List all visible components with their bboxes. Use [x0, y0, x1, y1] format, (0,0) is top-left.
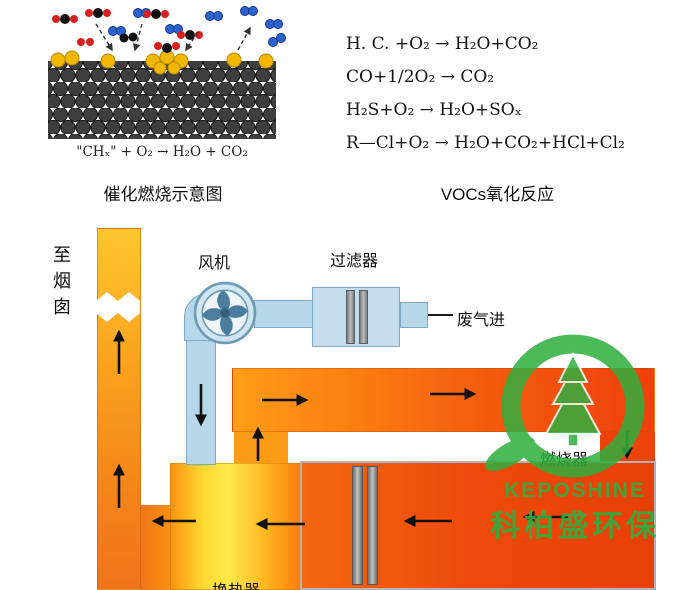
fan-unit: [193, 281, 257, 345]
fan-label: 风机: [198, 255, 231, 272]
schematic-caption: "CHₓ" + O₂ → H₂O + CO₂: [76, 144, 248, 160]
catalyst-illustration: [48, 6, 286, 139]
co2-molecules: [52, 8, 203, 46]
waste-gas-label: 废气进: [457, 312, 506, 329]
waste-gas-inlet-pipe: [400, 302, 428, 328]
reactions-title: VOCs氧化反应: [440, 185, 555, 204]
burner-label: 燃烧器: [540, 452, 589, 469]
filter-element: [359, 290, 368, 344]
filter-box: [312, 287, 400, 347]
fan-icon: [193, 281, 257, 345]
chimney-connector: [140, 505, 172, 590]
reaction-equation: H. C. +O₂ → H₂O+CO₂: [346, 34, 539, 54]
burner-plate: [352, 466, 363, 585]
reaction-arrows: [95, 23, 251, 52]
catalyst-particles: [50, 49, 274, 75]
chimney-label: 至烟囱: [51, 245, 71, 323]
schematic-title: 催化燃烧示意图: [103, 185, 223, 204]
fan-outlet-duct: [186, 328, 216, 465]
reactions-panel: H. C. +O₂ → H₂O+CO₂ CO+1/2O₂ → CO₂ H₂S+O…: [346, 28, 686, 160]
waste-gas-pointer-line: [428, 314, 453, 316]
reaction-equation: R—Cl+O₂ → H₂O+CO₂+HCl+Cl₂: [346, 133, 625, 153]
heat-exchanger-label: 换热器: [212, 577, 260, 590]
filter-element: [346, 290, 355, 344]
burner-plate: [367, 466, 378, 585]
reaction-equation: H₂S+O₂ → H₂O+SOₓ: [346, 100, 522, 120]
chimney-duct: [97, 228, 141, 590]
reaction-equation: CO+1/2O₂ → CO₂: [346, 67, 495, 87]
duct-break-icon: [96, 292, 140, 322]
riser-connector: [234, 430, 288, 465]
fan-inlet-duct: [254, 300, 314, 328]
drop-connector: [600, 430, 655, 465]
hot-gas-duct: [232, 368, 655, 432]
filter-label: 过滤器: [330, 253, 379, 270]
adsorbed-molecule: [154, 42, 180, 53]
heat-exchanger-box: [170, 463, 301, 590]
